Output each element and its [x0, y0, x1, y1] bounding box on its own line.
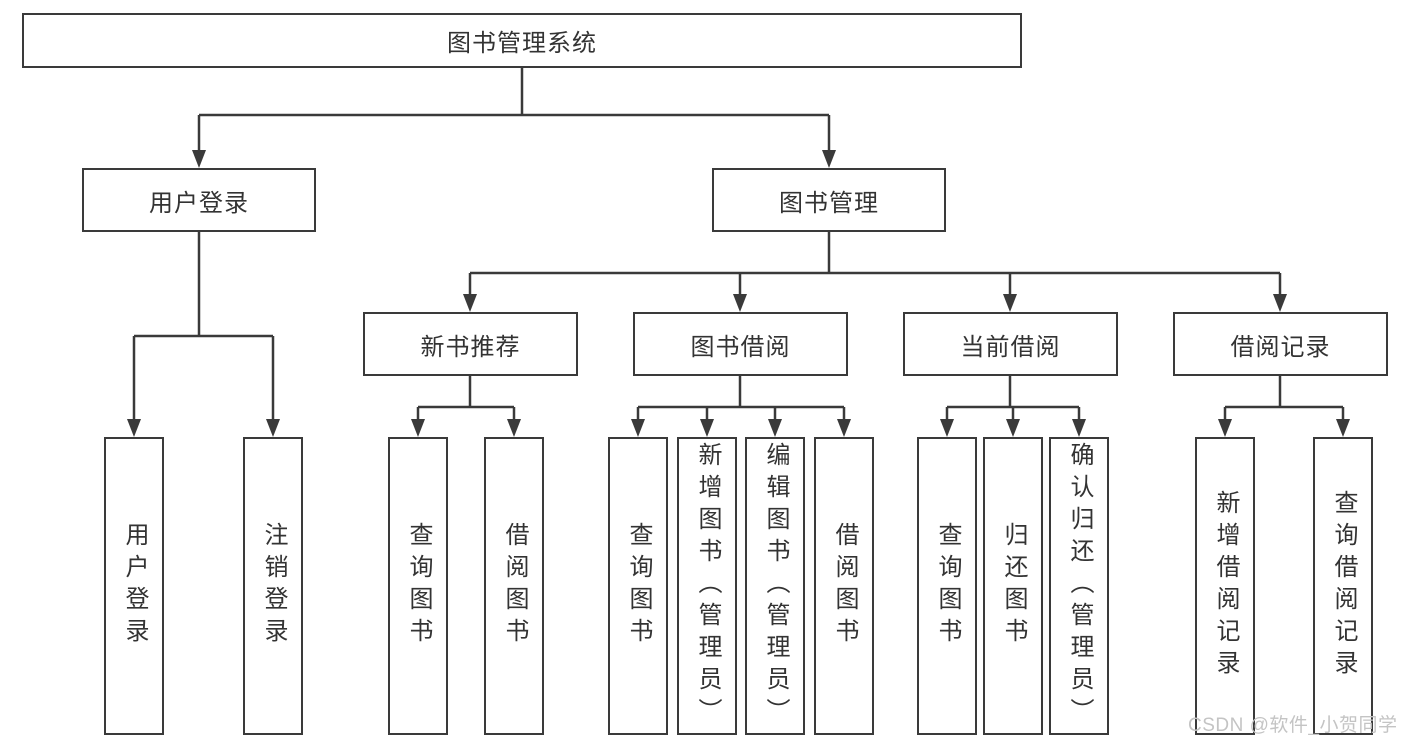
- node-user-login: 用户登录: [82, 168, 316, 232]
- node-user-login-label: 用户登录: [149, 189, 249, 217]
- node-current-borrow-label: 当前借阅: [960, 333, 1061, 361]
- leaf-cb-return-books: 归还图书: [983, 437, 1043, 735]
- leaf-nbr-query-books: 查询图书: [388, 437, 448, 735]
- node-book-borrow-label: 图书借阅: [690, 333, 791, 361]
- node-book-management-label: 图书管理: [779, 189, 879, 217]
- node-root-label: 图书管理系统: [447, 30, 597, 57]
- node-book-management: 图书管理: [712, 168, 946, 232]
- leaf-logout-label: 注销登录: [260, 522, 287, 650]
- node-borrow-records: 借阅记录: [1173, 312, 1388, 376]
- leaf-bb-borrow-books-label: 借阅图书: [831, 522, 858, 650]
- leaf-bb-query-books-label: 查询图书: [625, 522, 652, 650]
- leaf-br-add-borrow-record-label: 新增借阅记录: [1212, 490, 1239, 682]
- node-new-book-recommend: 新书推荐: [363, 312, 578, 376]
- leaf-bb-add-book-admin: 新增图书（管理员）: [677, 437, 737, 735]
- leaf-nbr-query-books-label: 查询图书: [405, 522, 432, 650]
- node-current-borrow: 当前借阅: [903, 312, 1118, 376]
- leaf-user-login-label: 用户登录: [121, 522, 148, 650]
- leaf-cb-query-books: 查询图书: [917, 437, 977, 735]
- node-new-book-recommend-label: 新书推荐: [420, 333, 521, 361]
- leaf-nbr-borrow-books-label: 借阅图书: [501, 522, 528, 650]
- leaf-bb-add-book-admin-label: 新增图书（管理员）: [694, 442, 721, 730]
- node-borrow-records-label: 借阅记录: [1230, 333, 1331, 361]
- node-root: 图书管理系统: [22, 13, 1022, 68]
- node-book-borrow: 图书借阅: [633, 312, 848, 376]
- leaf-cb-confirm-return-admin: 确认归还（管理员）: [1049, 437, 1109, 735]
- leaf-br-query-borrow-record: 查询借阅记录: [1313, 437, 1373, 735]
- leaf-cb-query-books-label: 查询图书: [934, 522, 961, 650]
- leaf-bb-edit-book-admin-label: 编辑图书（管理员）: [762, 442, 789, 730]
- leaf-br-query-borrow-record-label: 查询借阅记录: [1330, 490, 1357, 682]
- leaf-bb-borrow-books: 借阅图书: [814, 437, 874, 735]
- leaf-logout: 注销登录: [243, 437, 303, 735]
- watermark: CSDN @软件_小贺同学: [1188, 715, 1398, 736]
- leaf-bb-edit-book-admin: 编辑图书（管理员）: [745, 437, 805, 735]
- leaf-bb-query-books: 查询图书: [608, 437, 668, 735]
- leaf-user-login: 用户登录: [104, 437, 164, 735]
- leaf-nbr-borrow-books: 借阅图书: [484, 437, 544, 735]
- leaf-br-add-borrow-record: 新增借阅记录: [1195, 437, 1255, 735]
- leaf-cb-confirm-return-admin-label: 确认归还（管理员）: [1066, 442, 1093, 730]
- leaf-cb-return-books-label: 归还图书: [1000, 522, 1027, 650]
